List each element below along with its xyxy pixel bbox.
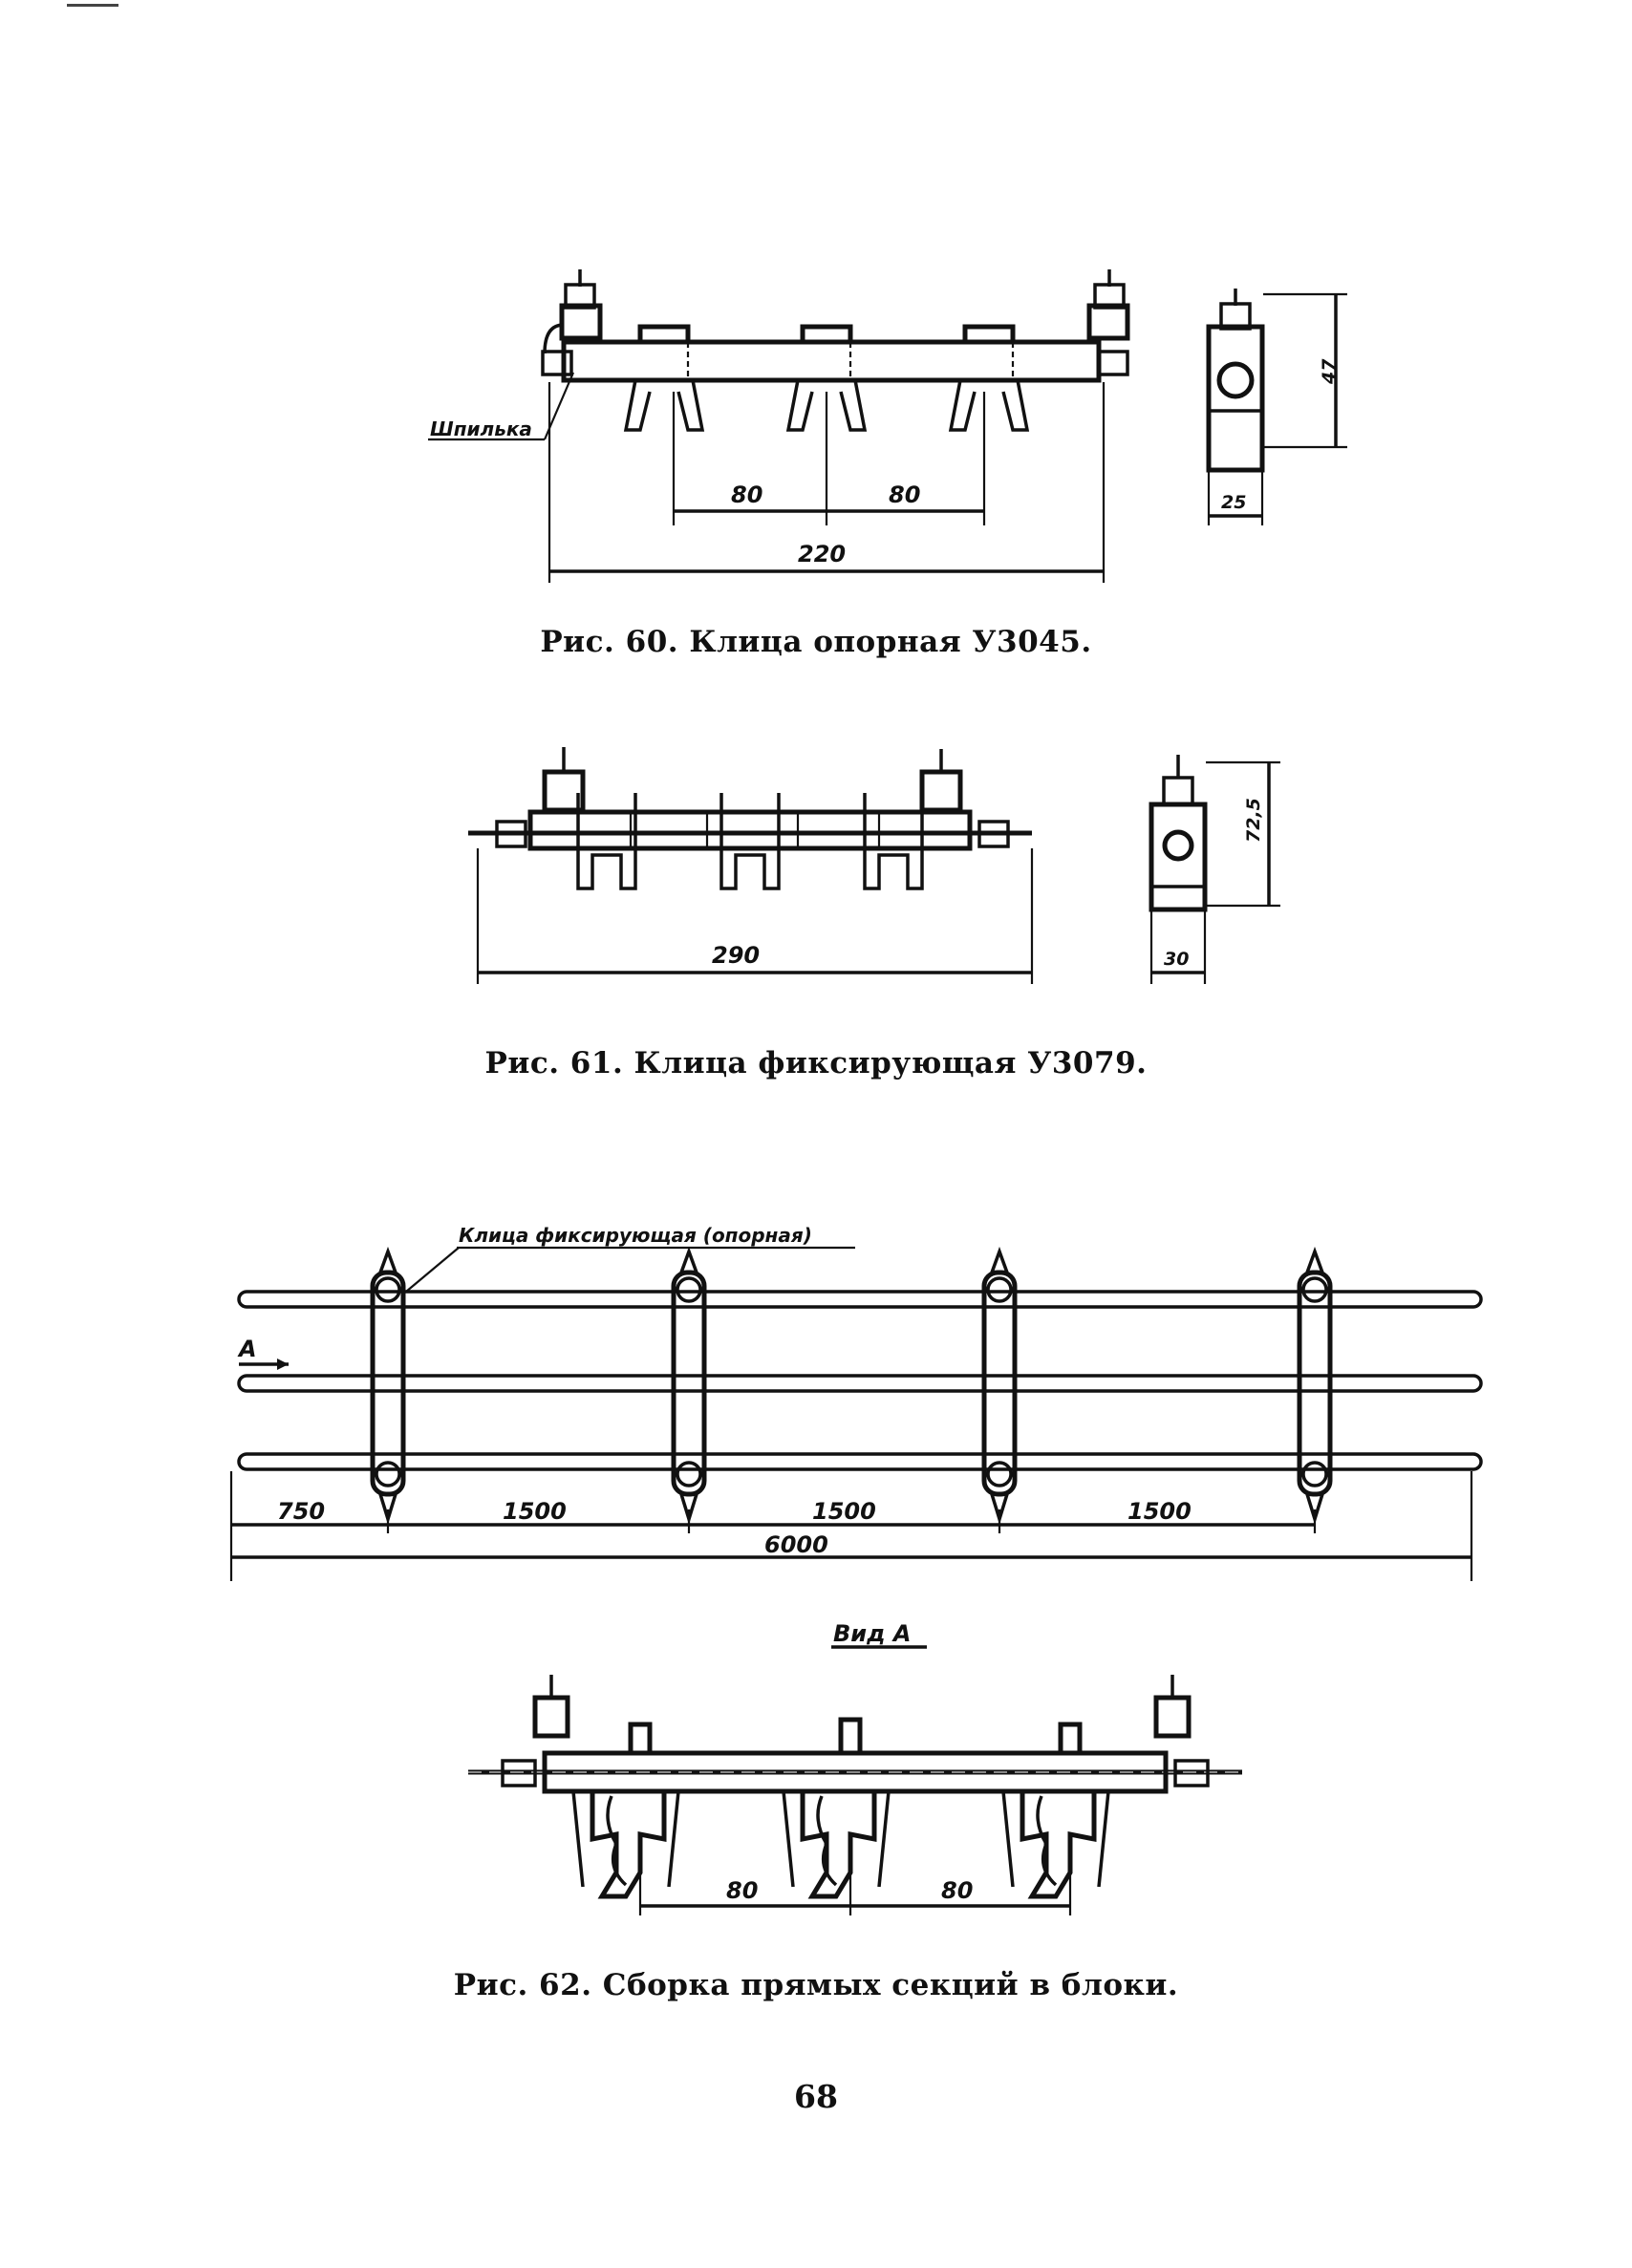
page-number: 68 xyxy=(794,2078,838,2115)
stud-note: Шпилька xyxy=(430,417,532,440)
section-dim-80-left: 80 xyxy=(726,1877,758,1904)
view-a-label: Вид А xyxy=(833,1620,911,1647)
dim-80-left: 80 xyxy=(731,481,762,508)
dim-72-5: 72,5 xyxy=(1243,798,1264,843)
dim-80-right: 80 xyxy=(889,481,920,508)
figure-60-drawing: Шпилька 80 80 220 47 25 xyxy=(428,269,1347,583)
rail-middle xyxy=(237,1374,1483,1393)
side-view-61: 72,5 30 xyxy=(1149,755,1280,984)
spacing-1500-c: 1500 xyxy=(1127,1498,1192,1525)
rail-profile-1 xyxy=(590,1791,667,1899)
view-arrow-label: А xyxy=(237,1336,257,1362)
left-clamp-icon xyxy=(541,269,603,376)
clamp-4 xyxy=(1297,1246,1333,1525)
section-dim-80-right: 80 xyxy=(941,1877,973,1904)
dim-47: 47 xyxy=(1319,358,1340,385)
rail-bottom xyxy=(237,1452,1483,1471)
figure-61: 290 72,5 30 xyxy=(459,745,1299,994)
left-end-insulator-icon xyxy=(501,1675,570,1787)
figure-62-section-drawing: 80 80 xyxy=(468,1675,1242,1915)
dim-30: 30 xyxy=(1164,949,1189,970)
figure-62-section: 80 80 xyxy=(459,1667,1299,1925)
rail-profile-3 xyxy=(1020,1791,1097,1899)
total-6000: 6000 xyxy=(764,1531,828,1558)
figure-62-plan-drawing: Клица фиксирующая (опорная) А xyxy=(229,1224,1483,1649)
spacing-1500-a: 1500 xyxy=(503,1498,567,1525)
right-end-insulator-icon xyxy=(1153,1675,1210,1787)
figure-61-drawing: 290 72,5 30 xyxy=(468,747,1280,984)
spacing-1500-b: 1500 xyxy=(812,1498,876,1525)
side-view-60: 47 25 xyxy=(1206,289,1347,525)
right-clamp-icon xyxy=(1086,269,1130,376)
dim-25: 25 xyxy=(1221,492,1246,513)
figure-60: Шпилька 80 80 220 47 25 xyxy=(428,267,1357,592)
right-insulator-icon xyxy=(919,749,963,813)
figure-62-plan: Клица фиксирующая (опорная) А xyxy=(220,1204,1491,1653)
caption-fig-62: Рис. 62. Сборка прямых секций в блоки. xyxy=(453,1968,1179,2002)
spacing-750: 750 xyxy=(277,1498,325,1525)
rail-top xyxy=(237,1290,1483,1309)
caption-fig-60: Рис. 60. Клица опорная У3045. xyxy=(540,625,1092,659)
rail-profile-2 xyxy=(800,1791,877,1899)
fixing-bar xyxy=(527,809,973,851)
dim-290: 290 xyxy=(712,942,760,969)
left-insulator-icon xyxy=(542,747,586,813)
caption-fig-61: Рис. 61. Клица фиксирующая У3079. xyxy=(484,1046,1148,1081)
dim-220: 220 xyxy=(798,541,846,567)
assembly-bar xyxy=(542,1750,1169,1794)
leader-note: Клица фиксирующая (опорная) xyxy=(459,1224,812,1247)
support-bar xyxy=(561,339,1102,383)
scan-artifact xyxy=(67,4,118,7)
